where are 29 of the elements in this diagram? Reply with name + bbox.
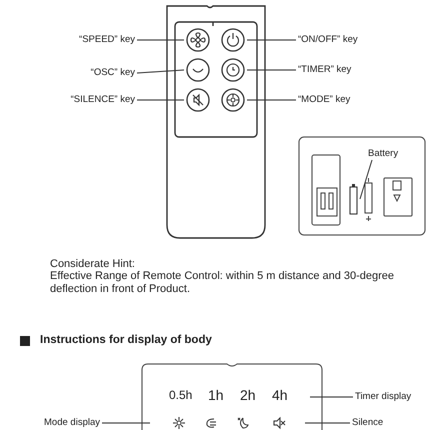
timer-value: 1h [208,389,224,402]
section-heading: Instructions for display of body [40,334,212,347]
callout-label: Silence [352,417,384,429]
callout-label: “SILENCE” key [70,94,135,106]
leader-line [360,160,372,200]
callout-label: Mode display [44,417,100,429]
timer-value: 4h [272,389,288,402]
power-button [221,28,245,52]
mode-button [221,88,245,112]
timer-value: 0.5h [169,389,192,402]
callout-label: Timer display [355,391,412,403]
callout-label: “OSC” key [90,67,135,79]
callout-label: “MODE” key [298,94,350,106]
callout-label: “ON/OFF” key [298,34,358,46]
callout-label: “TIMER” key [298,64,352,76]
fan-button [186,28,210,52]
hint-text: Effective Range of Remote Control: within 5 m distance and 30-degree deflection in front of Product. [50,270,396,296]
mute-button [186,88,210,112]
oscillation-button [186,58,210,82]
callout-label: Battery [368,148,398,160]
battery [349,183,358,215]
leader-line [102,422,150,424]
hint-heading: Considerate Hint: [50,258,135,271]
callout-label: “SPEED” key [79,34,135,46]
clock-button [221,58,245,82]
timer-value: 2h [240,389,256,402]
leader-line [304,422,350,424]
leader-line [136,70,184,74]
leader-line [310,396,354,398]
